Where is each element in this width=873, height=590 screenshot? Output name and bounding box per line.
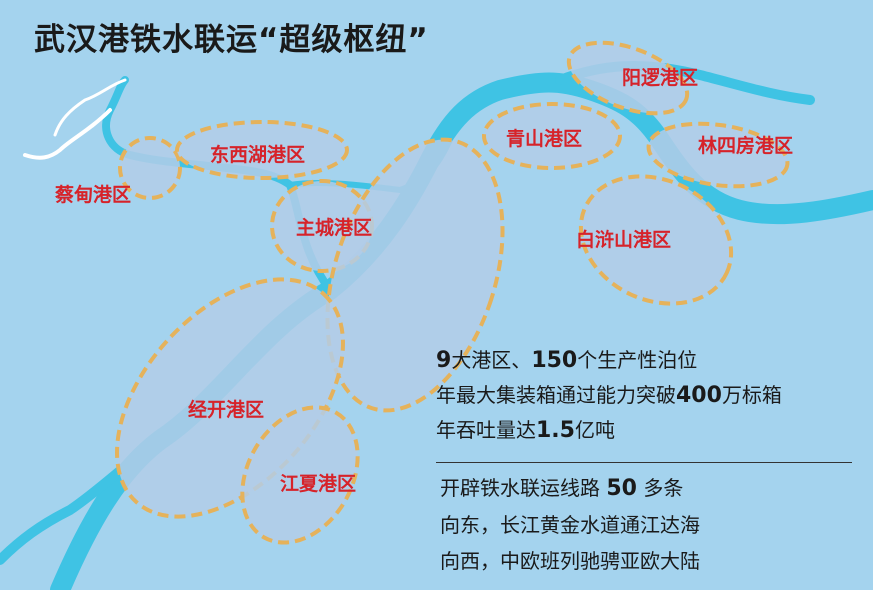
zone-caidian[interactable] xyxy=(118,136,182,200)
stat-number: 9 xyxy=(436,348,452,373)
stats-panel: 9大港区、150个生产性泊位 年最大集装箱通过能力突破400万标箱 年吞吐量达1… xyxy=(436,343,852,448)
port-zones xyxy=(115,29,792,564)
zone-label-yangluo: 阳逻港区 xyxy=(622,67,699,89)
stat-number: 150 xyxy=(531,348,578,373)
zone-baixushan[interactable] xyxy=(560,153,752,328)
route-number: 50 xyxy=(606,476,637,501)
stat-text: 万标箱 xyxy=(721,383,782,407)
stats-line-1: 9大港区、150个生产性泊位 xyxy=(436,343,852,378)
stat-text: 亿吨 xyxy=(574,418,615,442)
routes-line-3: 向西，中欧班列驰骋亚欧大陆 xyxy=(440,549,700,573)
stats-divider xyxy=(436,462,852,463)
zone-linsifang[interactable] xyxy=(645,116,792,195)
stat-text: 个生产性泊位 xyxy=(577,348,698,372)
west-stream xyxy=(23,108,112,160)
stat-text: 年吞吐量达 xyxy=(436,418,536,442)
route-text: 多条 xyxy=(643,476,684,500)
zone-label-jingkai: 经开港区 xyxy=(188,399,265,421)
zone-label-qingshan: 青山港区 xyxy=(506,128,583,150)
stats-line-3: 年吞吐量达1.5亿吨 xyxy=(436,413,852,448)
zone-yangluo[interactable] xyxy=(559,29,696,128)
routes-line-1: 开辟铁水联运线路 50 多条 xyxy=(440,470,700,507)
zone-qingshan[interactable] xyxy=(482,102,622,170)
map-title: 武汉港铁水联运“超级枢纽” xyxy=(34,22,429,58)
zone-label-caidian: 蔡甸港区 xyxy=(55,184,132,206)
zone-label-baixushan: 白浒山港区 xyxy=(576,229,672,251)
zone-label-jiangxia: 江夏港区 xyxy=(280,473,357,495)
zone-zhucheng-east[interactable] xyxy=(296,117,535,433)
zone-jiangxia[interactable] xyxy=(219,387,381,564)
route-text: 开辟铁水联运线路 xyxy=(440,476,600,500)
zone-dongxihu[interactable] xyxy=(175,120,349,180)
stats-line-2: 年最大集装箱通过能力突破400万标箱 xyxy=(436,378,852,413)
west-stream-outline xyxy=(53,78,127,137)
zone-label-linsifang: 林四房港区 xyxy=(698,135,794,157)
zone-label-dongxihu: 东西湖港区 xyxy=(210,144,306,166)
routes-line-2: 向东，长江黄金水道通江达海 xyxy=(440,513,700,537)
routes-panel: 开辟铁水联运线路 50 多条 向东，长江黄金水道通江达海 向西，中欧班列驰骋亚欧… xyxy=(440,470,700,579)
zone-label-zhucheng: 主城港区 xyxy=(296,217,373,239)
stat-text: 大港区、 xyxy=(451,348,532,372)
stat-number: 400 xyxy=(676,383,722,408)
stat-text: 年最大集装箱通过能力突破 xyxy=(436,383,676,407)
stat-number: 1.5 xyxy=(536,418,575,443)
